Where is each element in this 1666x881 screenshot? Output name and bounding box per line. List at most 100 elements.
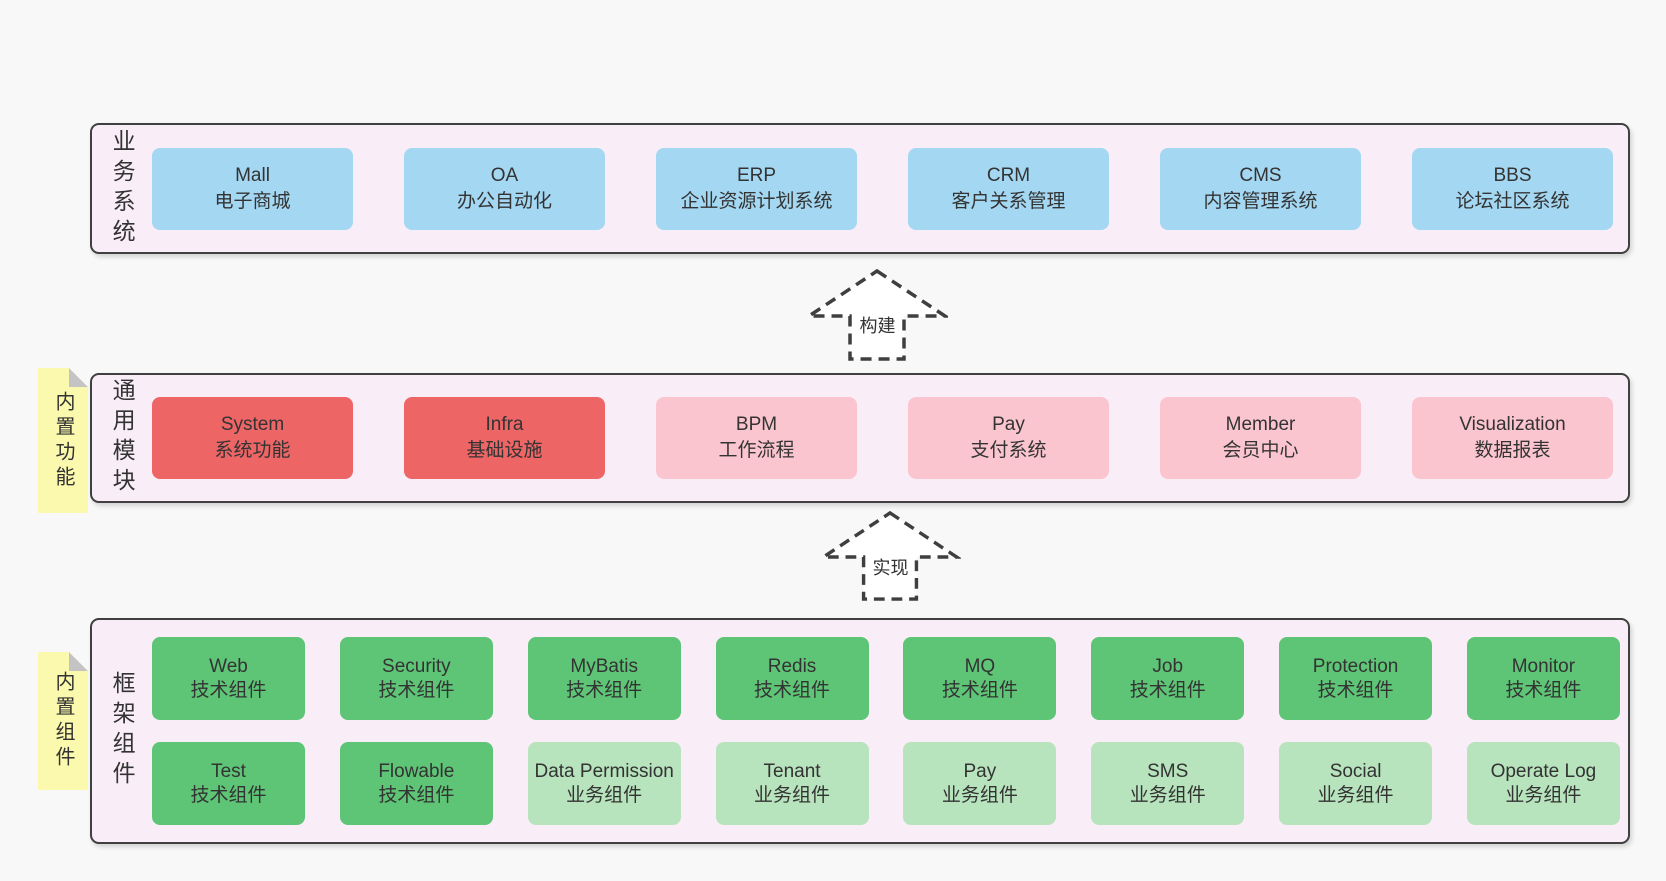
arrow-build: 构建 [807, 268, 948, 362]
box-mq: MQ 技术组件 [903, 637, 1057, 720]
sticky-built-in-components-text: 内置组件 [52, 671, 74, 771]
arrow-implement-label-text: 实现 [870, 558, 911, 578]
box-title: Member [1225, 414, 1296, 435]
box-title: Social [1329, 760, 1382, 782]
box-subtitle: 技术组件 [566, 679, 643, 701]
box-title: CMS [1239, 164, 1282, 186]
box-subtitle: 办公自动化 [456, 190, 552, 212]
box-title: ERP [736, 164, 777, 186]
box-title: Flowable [378, 760, 455, 782]
box-infra: Infra 基础设施 [404, 397, 605, 479]
box-subtitle: 系统功能 [214, 440, 291, 461]
box-title: Pay [992, 414, 1025, 435]
box-subtitle: 业务组件 [1505, 784, 1582, 806]
box-title: MQ [964, 655, 996, 677]
box-cms: CMS 内容管理系统 [1160, 147, 1361, 230]
box-title: Web [209, 655, 248, 677]
box-member: Member 会员中心 [1160, 397, 1361, 479]
box-erp: ERP 企业资源计划系统 [656, 147, 857, 230]
box-title: Visualization [1459, 414, 1566, 435]
box-title: Test [211, 760, 246, 782]
panel-framework-label-text: 框架组件 [109, 671, 136, 791]
box-bbs: BBS 论坛社区系统 [1412, 147, 1613, 230]
box-subtitle: 支付系统 [970, 440, 1047, 461]
box-bpm: BPM 工作流程 [656, 397, 857, 479]
box-subtitle: 工作流程 [718, 440, 795, 461]
arrow-build-label: 构建 [807, 312, 948, 338]
box-redis: Redis 技术组件 [715, 637, 869, 720]
business-boxes-row: Mall 电子商城 OA 办公自动化 ERP 企业资源计划系统 CRM 客户关系… [152, 125, 1628, 252]
box-subtitle: 业务组件 [1317, 784, 1394, 806]
folded-corner-icon [69, 368, 88, 387]
panel-framework-vertical-label: 框架组件 [92, 620, 152, 842]
box-subtitle: 电子商城 [214, 190, 291, 212]
box-subtitle: 数据报表 [1474, 440, 1551, 461]
panel-modules-label-text: 通用模块 [109, 378, 136, 498]
up-arrow-icon [820, 510, 961, 601]
box-subtitle: 基础设施 [466, 440, 543, 461]
box-title: Pay [963, 760, 997, 782]
box-operate-log: Operate Log 业务组件 [1466, 742, 1620, 825]
box-tenant: Tenant 业务组件 [715, 742, 869, 825]
box-system: System 系统功能 [152, 397, 353, 479]
box-visualization: Visualization 数据报表 [1412, 397, 1613, 479]
arrow-implement-label: 实现 [820, 554, 961, 580]
box-protection: Protection 技术组件 [1279, 637, 1433, 720]
box-mybatis: MyBatis 技术组件 [527, 637, 681, 720]
box-test: Test 技术组件 [152, 742, 305, 825]
box-subtitle: 论坛社区系统 [1455, 190, 1570, 212]
framework-row-1: Web 技术组件 Security 技术组件 MyBatis 技术组件 Redi… [152, 637, 1620, 720]
box-pay: Pay 支付系统 [908, 397, 1109, 479]
panel-common-modules: 通用模块 System 系统功能 Infra 基础设施 BPM 工作流程 Pay… [90, 373, 1630, 503]
box-subtitle: 技术组件 [190, 784, 267, 806]
framework-row-2: Test 技术组件 Flowable 技术组件 Data Permission … [152, 742, 1620, 825]
folded-corner-icon [69, 652, 88, 671]
up-arrow-icon [807, 268, 948, 361]
box-flowable: Flowable 技术组件 [339, 742, 493, 825]
box-title: Operate Log [1490, 760, 1597, 782]
box-crm: CRM 客户关系管理 [908, 147, 1109, 230]
box-pay-biz: Pay 业务组件 [903, 742, 1057, 825]
box-title: Job [1152, 655, 1184, 677]
box-web: Web 技术组件 [152, 637, 305, 720]
box-sms: SMS 业务组件 [1091, 742, 1245, 825]
box-security: Security 技术组件 [339, 637, 493, 720]
panel-business-label-text: 业务系统 [109, 128, 136, 249]
box-title: System [220, 414, 285, 435]
box-mall: Mall 电子商城 [152, 147, 353, 230]
box-title: Tenant [763, 760, 821, 782]
sticky-built-in-features-text: 内置功能 [52, 390, 74, 491]
arrow-implement: 实现 [820, 510, 961, 602]
modules-boxes-row: System 系统功能 Infra 基础设施 BPM 工作流程 Pay 支付系统… [152, 375, 1628, 501]
box-title: Data Permission [534, 760, 674, 782]
box-subtitle: 企业资源计划系统 [680, 190, 833, 212]
box-title: Security [382, 655, 451, 677]
box-title: Redis [767, 655, 817, 677]
box-title: CRM [986, 164, 1031, 186]
box-monitor: Monitor 技术组件 [1466, 637, 1620, 720]
box-subtitle: 技术组件 [941, 679, 1018, 701]
box-subtitle: 会员中心 [1222, 440, 1299, 461]
box-data-permission: Data Permission 业务组件 [527, 742, 681, 825]
box-subtitle: 业务组件 [941, 784, 1018, 806]
box-social: Social 业务组件 [1279, 742, 1433, 825]
box-title: BPM [735, 414, 778, 435]
arrow-build-label-text: 构建 [857, 316, 898, 336]
box-subtitle: 客户关系管理 [951, 190, 1066, 212]
box-title: BBS [1493, 164, 1532, 186]
box-subtitle: 业务组件 [566, 784, 643, 806]
box-title: Mall [235, 164, 270, 186]
box-subtitle: 技术组件 [1505, 679, 1582, 701]
box-subtitle: 技术组件 [1129, 679, 1206, 701]
framework-boxes-grid: Web 技术组件 Security 技术组件 MyBatis 技术组件 Redi… [152, 620, 1628, 842]
box-title: SMS [1147, 760, 1189, 782]
box-subtitle: 业务组件 [1129, 784, 1206, 806]
panel-modules-vertical-label: 通用模块 [92, 375, 152, 501]
box-subtitle: 技术组件 [190, 679, 267, 701]
box-subtitle: 业务组件 [754, 784, 831, 806]
sticky-built-in-features: 内置功能 [38, 368, 88, 513]
box-title: MyBatis [570, 655, 638, 677]
box-title: Infra [485, 414, 524, 435]
box-subtitle: 技术组件 [1317, 679, 1394, 701]
box-title: Protection [1312, 655, 1399, 677]
